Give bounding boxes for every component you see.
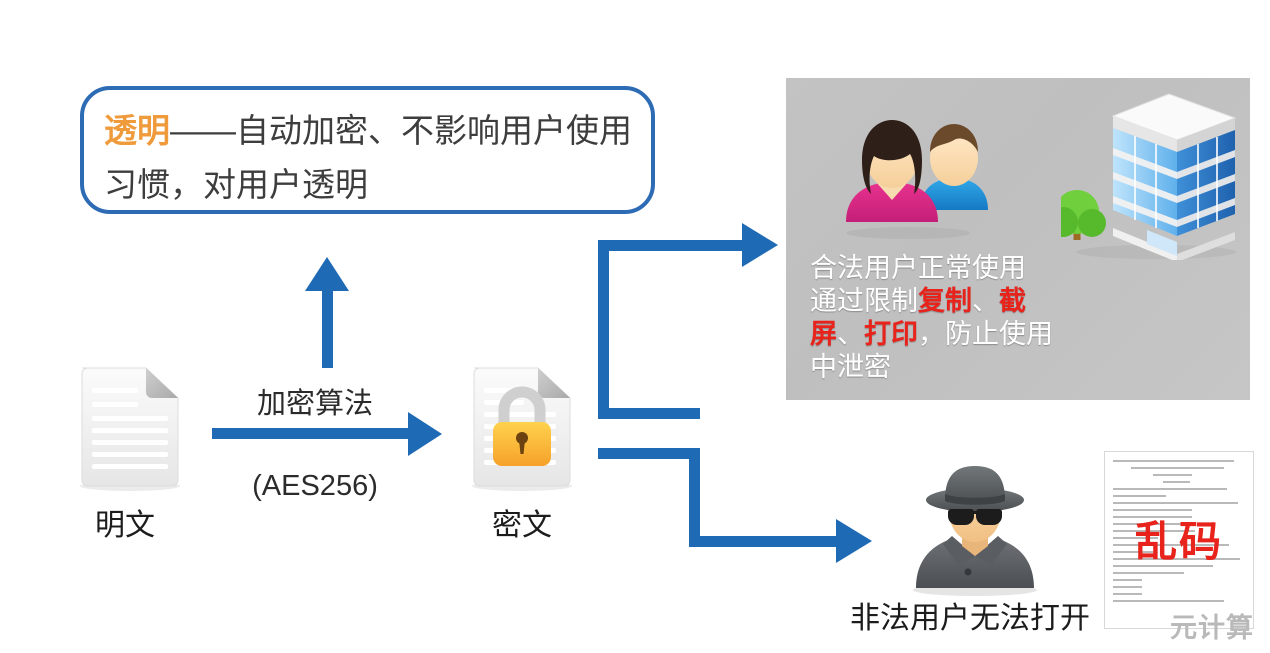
transparency-callout-box: 透明——自动加密、不影响用户使用习惯，对用户透明 — [80, 86, 655, 214]
restrict-copy-term: 复制 — [918, 286, 972, 316]
legal-users-panel: 合法用户正常使用 通过限制复制、截屏、打印，防止使用中泄密 — [786, 78, 1250, 400]
algorithm-param-label: (AES256) — [252, 470, 378, 502]
garbled-document-lines — [1113, 460, 1245, 620]
legal-panel-text: 合法用户正常使用 通过限制复制、截屏、打印，防止使用中泄密 — [810, 252, 1060, 384]
legal-branch-arrow-segment-2 — [598, 240, 609, 419]
spy-icon — [913, 466, 1037, 596]
callout-body: 自动加密、不影响用户使用习惯，对用户透明 — [104, 112, 632, 203]
illegal-branch-arrow-segment-3 — [689, 536, 843, 547]
legal-panel-sep1: 、 — [972, 286, 999, 316]
watermark: 元计算 — [1170, 613, 1254, 643]
algorithm-label: 加密算法 — [256, 388, 373, 420]
ciphertext-document-locked-icon — [472, 367, 572, 491]
office-building-icon — [1061, 93, 1237, 260]
callout-highlight: 透明 — [104, 112, 170, 149]
restrict-print-term: 打印 — [864, 319, 918, 349]
legal-branch-arrow-head-icon — [742, 223, 778, 267]
plaintext-label: 明文 — [95, 509, 155, 542]
legal-panel-l2-pre: 通过限制 — [810, 286, 918, 316]
garbled-document: 乱码 — [1104, 451, 1254, 629]
callout-text: 透明——自动加密、不影响用户使用习惯，对用户透明 — [104, 104, 644, 212]
callout-arrow-head-icon — [305, 257, 349, 291]
encrypt-arrow-shaft — [212, 428, 417, 439]
illegal-branch-arrow-segment-1 — [598, 448, 700, 459]
legal-panel-line1: 合法用户正常使用 — [810, 253, 1026, 283]
illegal-user-label: 非法用户无法打开 — [850, 602, 1090, 635]
illegal-branch-arrow-segment-2 — [689, 448, 700, 547]
two-users-icon — [846, 120, 988, 239]
plaintext-document-icon — [80, 367, 180, 491]
ciphertext-label: 密文 — [492, 509, 552, 542]
restrict-screenshot-term: 截屏 — [810, 286, 1026, 349]
legal-branch-arrow-segment-3 — [598, 240, 748, 251]
legal-branch-arrow-segment-1 — [598, 408, 700, 419]
garbled-text: 乱码 — [1134, 518, 1223, 565]
callout-arrow-shaft — [322, 286, 333, 368]
legal-panel-sep2: 、 — [837, 319, 864, 349]
legal-panel-l2-post: ，防止使用中泄密 — [810, 319, 1053, 382]
legal-panel-line2: 通过限制复制、截屏、打印，防止使用中泄密 — [810, 285, 1060, 384]
illegal-branch-arrow-head-icon — [836, 519, 872, 563]
encrypt-arrow-head-icon — [408, 412, 442, 456]
callout-dash: —— — [170, 112, 236, 149]
